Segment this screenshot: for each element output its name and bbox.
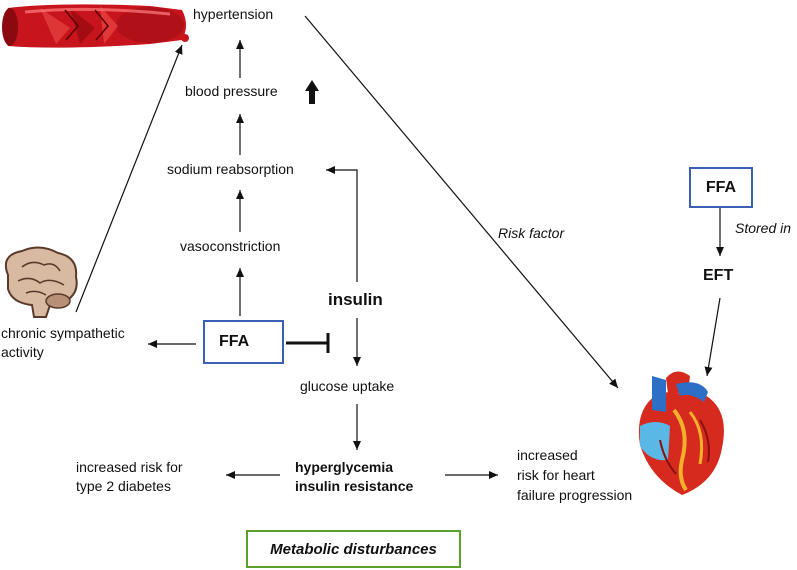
brain-icon [4,246,78,318]
arrow-hypertension-to-heart [304,15,619,389]
blood-vessel-icon [2,4,189,48]
arrow-sympathetic-to-hypertension [75,44,183,313]
arrow-eft-to-heart [704,297,721,377]
ffa-label-center: FFA [219,333,250,350]
node-sodium-reabsorption: sodium reabsorption [167,161,294,177]
node-insulin: insulin [328,290,383,309]
arrow-insulin-to-sodium [326,166,358,282]
node-t2d-line1: increased risk for [76,459,183,475]
node-hyperglycemia: hyperglycemia [295,459,394,475]
node-insulin-resistance: insulin resistance [295,478,414,494]
metabolic-disturbances-box: Metabolic disturbances [246,530,461,568]
node-hf-line3: failure progression [517,487,633,503]
node-hf-line2: risk for heart [517,467,595,483]
edge-label-stored-in: Stored in [735,220,792,236]
node-blood-pressure: blood pressure [185,83,278,99]
heart-icon [638,371,724,495]
node-chronic-sympathetic-line1: chronic sympathetic [1,325,125,341]
node-chronic-sympathetic-line2: activity [1,344,44,360]
node-hf-line1: increased [517,447,578,463]
node-hypertension: hypertension [193,6,274,22]
ffa-box-center: FFA [203,320,284,364]
ffa-box-right: FFA [689,167,753,208]
node-eft: EFT [703,267,734,284]
node-t2d-line2: type 2 diabetes [76,478,171,494]
metabolic-disturbances-label: Metabolic disturbances [270,540,437,558]
node-vasoconstriction: vasoconstriction [180,238,281,254]
up-arrow-icon [305,80,319,104]
edge-label-risk-factor: Risk factor [498,225,565,241]
ffa-label-right: FFA [705,178,737,196]
node-glucose-uptake: glucose uptake [300,378,395,394]
